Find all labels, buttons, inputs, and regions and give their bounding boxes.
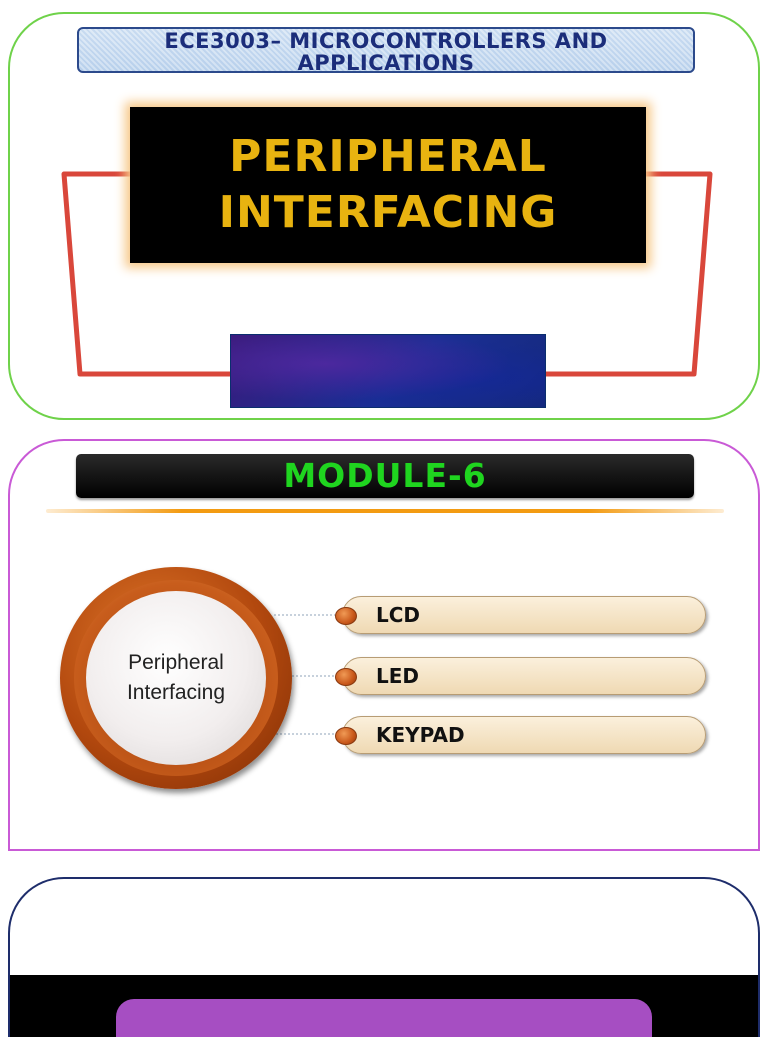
hub-ring: Peripheral Interfacing xyxy=(74,580,278,776)
bullet-dot-icon xyxy=(335,668,357,686)
title-connector-frame xyxy=(61,171,713,377)
hub-center: Peripheral Interfacing xyxy=(86,591,266,765)
hub-label-line-1: Peripheral xyxy=(128,651,224,674)
title-slide: ECE3003– MICROCONTROLLERS AND APPLICATIO… xyxy=(8,12,760,420)
heading-divider xyxy=(46,509,724,513)
subtitle-image-box xyxy=(230,334,546,408)
main-title: PERIPHERAL INTERFACING xyxy=(219,129,558,241)
list-item-label: LCD xyxy=(376,603,421,627)
hub-label-line-2: Interfacing xyxy=(126,681,226,704)
list-item-label: KEYPAD xyxy=(376,723,465,747)
list-item-keypad: KEYPAD xyxy=(335,716,706,754)
list-item-led: LED xyxy=(335,657,706,695)
list-item-label: LED xyxy=(376,664,420,688)
main-title-line-1: PERIPHERAL xyxy=(229,131,547,182)
purple-banner xyxy=(116,999,652,1037)
bullet-dot-icon xyxy=(335,607,357,625)
bullet-dot-icon xyxy=(335,727,357,745)
main-title-line-2: INTERFACING xyxy=(218,187,558,238)
module-slide: MODULE-6 Peripheral Interfacing LCD LED … xyxy=(8,439,760,851)
course-title-banner: ECE3003– MICROCONTROLLERS AND APPLICATIO… xyxy=(77,27,695,74)
list-item-lcd: LCD xyxy=(335,596,706,634)
module-heading: MODULE-6 xyxy=(76,454,694,498)
next-slide xyxy=(8,877,760,1037)
hub-circle: Peripheral Interfacing xyxy=(60,567,292,789)
main-title-box: PERIPHERAL INTERFACING xyxy=(130,107,646,263)
hub-connector-lines xyxy=(274,614,336,735)
